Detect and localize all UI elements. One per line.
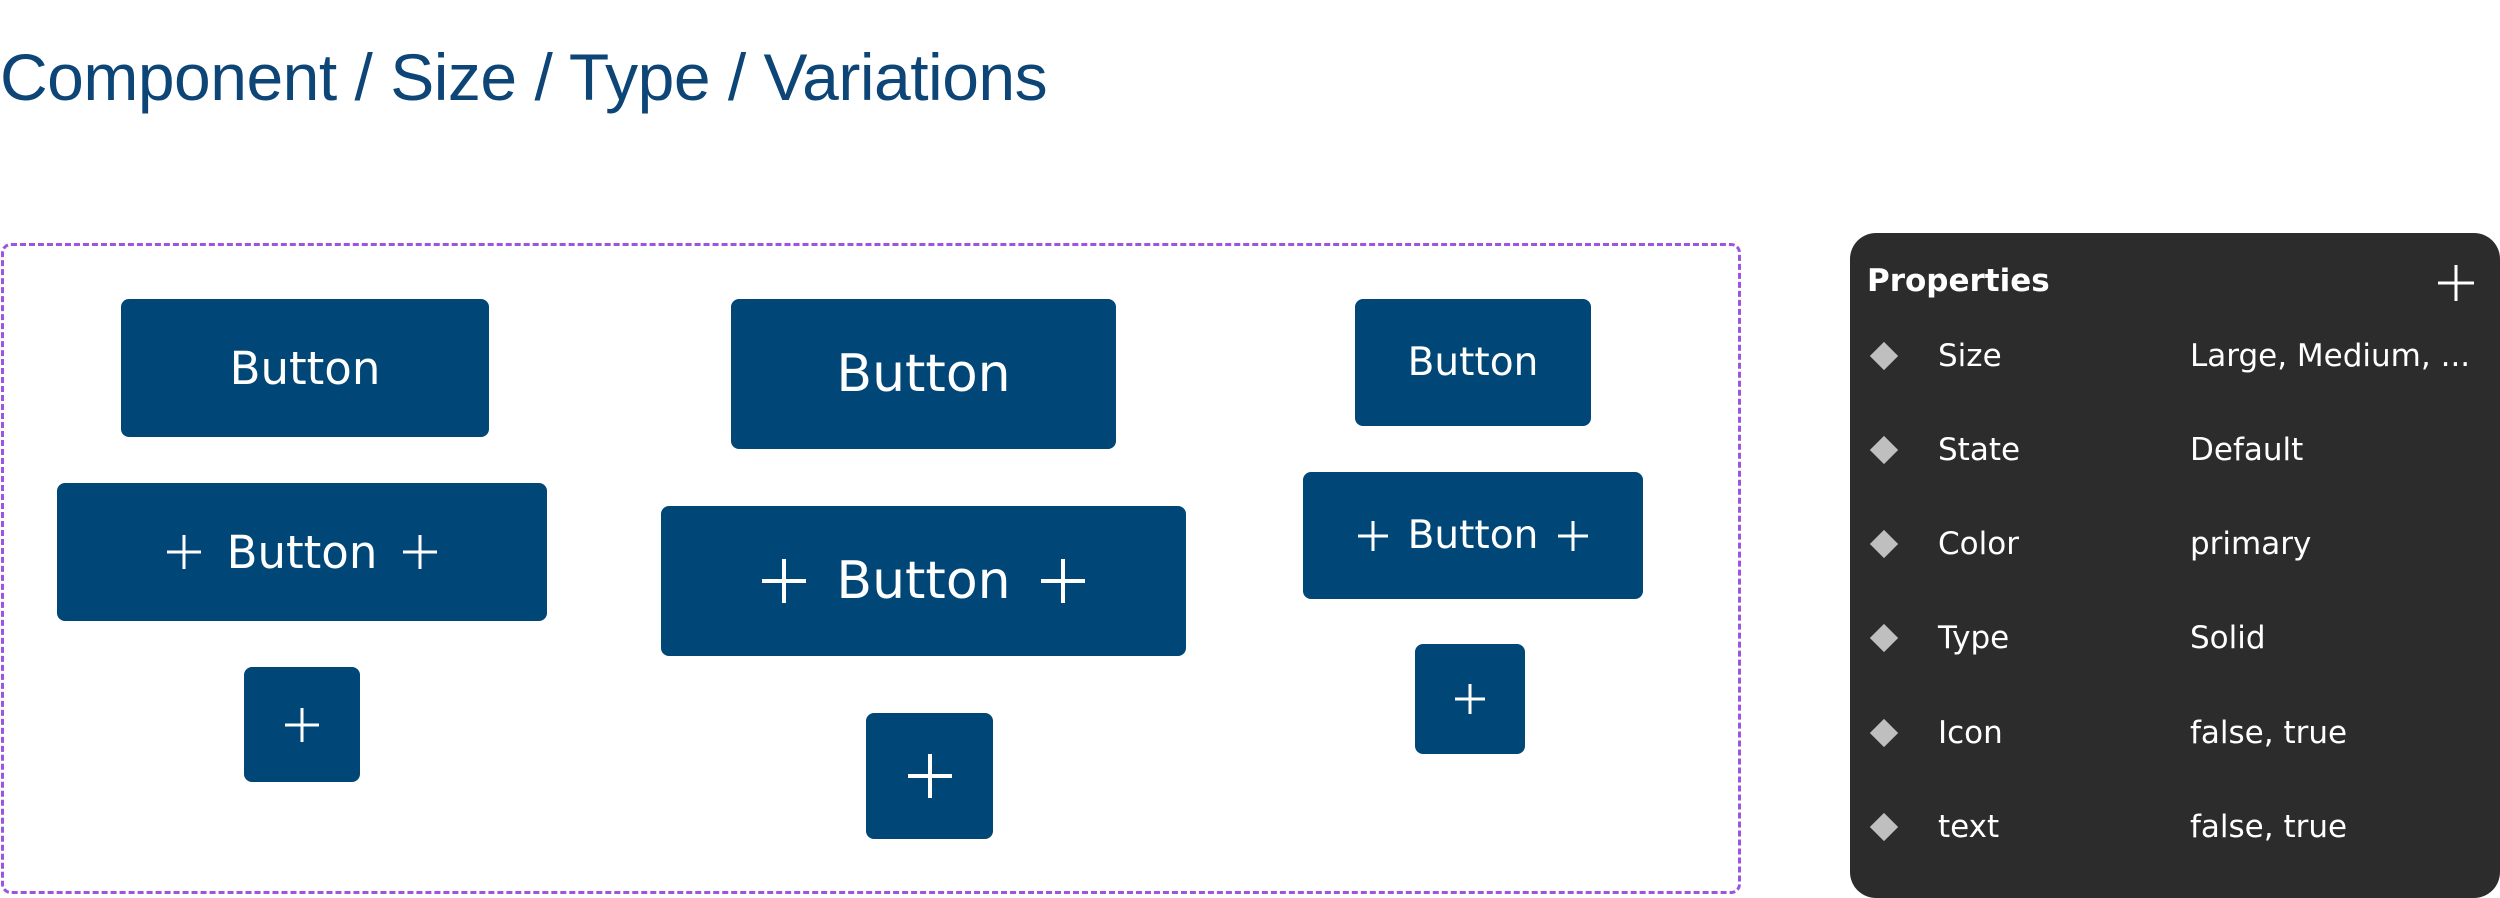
button-label: Button	[836, 344, 1011, 404]
property-value: false, true	[2190, 715, 2348, 751]
plus-icon	[762, 559, 806, 603]
property-name: Icon	[1938, 715, 2003, 751]
button-label: Button	[1407, 340, 1539, 385]
property-name: text	[1938, 809, 2000, 845]
plus-icon	[285, 708, 319, 742]
component-property-icon	[1869, 623, 1899, 653]
button-small-icon-text[interactable]: Button	[1303, 472, 1643, 599]
property-value: Solid	[2190, 620, 2266, 656]
button-large-icon-text[interactable]: Button	[661, 506, 1186, 656]
button-medium-text[interactable]: Button	[121, 299, 489, 437]
property-value: false, true	[2190, 809, 2348, 845]
button-label: Button	[226, 525, 378, 579]
property-name: Size	[1938, 338, 2002, 374]
property-row-state[interactable]: State Default	[1850, 420, 2500, 480]
component-variants-frame	[1, 243, 1741, 894]
plus-icon	[1558, 521, 1588, 551]
property-name: State	[1938, 432, 2021, 468]
plus-icon	[1041, 559, 1085, 603]
property-name: Color	[1938, 526, 2019, 562]
property-row-text[interactable]: text false, true	[1850, 797, 2500, 857]
properties-panel: Properties Size Large, Medium, ... State…	[1850, 233, 2500, 898]
property-row-color[interactable]: Color primary	[1850, 514, 2500, 574]
property-value: primary	[2190, 526, 2312, 562]
property-value: Large, Medium, ...	[2190, 338, 2471, 374]
plus-icon	[167, 535, 201, 569]
properties-title: Properties	[1867, 263, 2050, 299]
component-property-icon	[1869, 529, 1899, 559]
plus-icon	[908, 754, 952, 798]
plus-icon	[1455, 684, 1485, 714]
plus-icon	[403, 535, 437, 569]
component-property-icon	[1869, 718, 1899, 748]
plus-icon[interactable]	[2436, 263, 2476, 303]
button-medium-icon-text[interactable]: Button	[57, 483, 547, 621]
component-property-icon	[1869, 812, 1899, 842]
button-large-text[interactable]: Button	[731, 299, 1116, 449]
button-label: Button	[1407, 513, 1539, 558]
property-row-size[interactable]: Size Large, Medium, ...	[1850, 326, 2500, 386]
button-label: Button	[229, 341, 381, 395]
property-row-icon[interactable]: Icon false, true	[1850, 703, 2500, 763]
page-title: Component / Size / Type / Variations	[0, 40, 1048, 114]
plus-icon	[1358, 521, 1388, 551]
button-large-icon-only[interactable]	[866, 713, 993, 839]
button-small-icon-only[interactable]	[1415, 644, 1525, 754]
property-row-type[interactable]: Type Solid	[1850, 608, 2500, 668]
property-value: Default	[2190, 432, 2304, 468]
property-name: Type	[1938, 620, 2010, 656]
button-small-text[interactable]: Button	[1355, 299, 1591, 426]
component-property-icon	[1869, 435, 1899, 465]
button-label: Button	[836, 551, 1011, 611]
component-property-icon	[1869, 341, 1899, 371]
button-medium-icon-only[interactable]	[244, 667, 360, 782]
